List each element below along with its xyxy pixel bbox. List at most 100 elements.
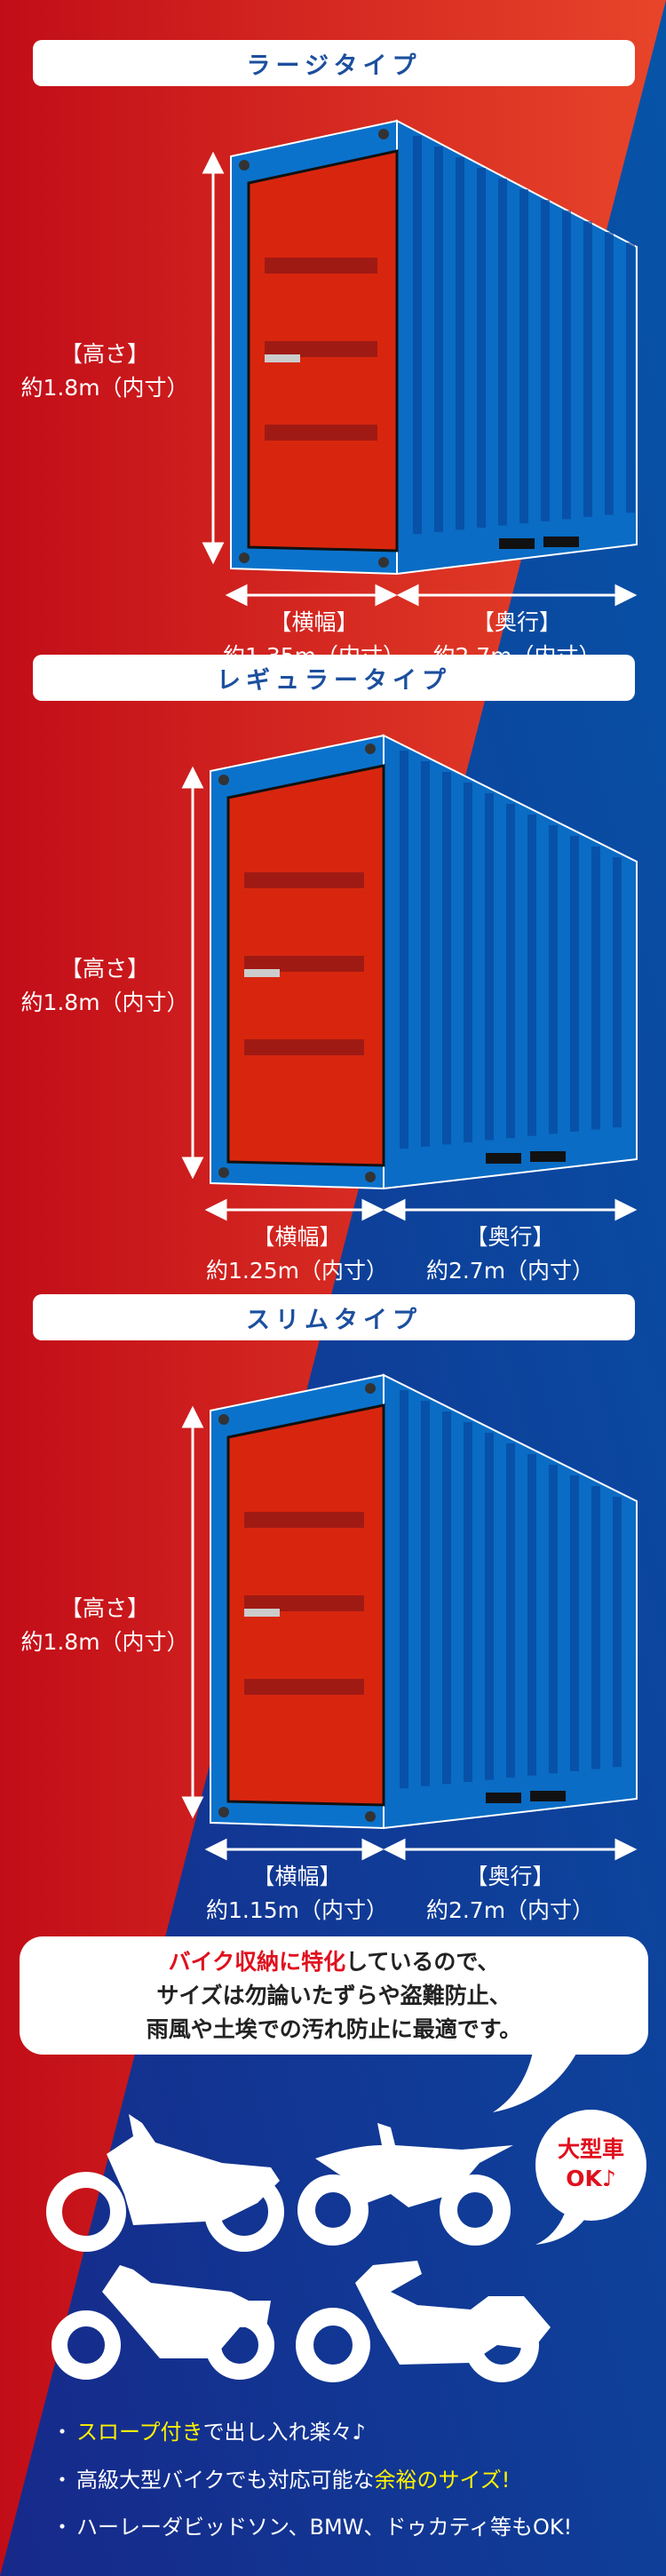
corner-bolt xyxy=(218,775,229,785)
corner-bolt xyxy=(378,557,389,568)
door-rib xyxy=(244,872,364,888)
side-rib xyxy=(570,1475,579,1771)
side-rib xyxy=(464,1422,472,1782)
side-rib xyxy=(498,179,507,526)
forklift-pocket xyxy=(486,1153,521,1164)
badge-text: OK♪ xyxy=(566,2166,616,2191)
side-rib xyxy=(485,1433,494,1780)
height-label: 【高さ】約1.8m（内寸） xyxy=(20,1592,188,1659)
container-section-1: レギュラータイプ 【高さ】約1.8m（内寸） 【横幅】約1.25m（内寸） 【奥… xyxy=(0,640,666,1284)
forklift-pocket xyxy=(530,1791,566,1801)
side-rib xyxy=(549,825,558,1134)
side-rib xyxy=(541,200,550,521)
feature-bullet: ・高級大型バイクでも対応可能な余裕のサイズ! xyxy=(52,2462,510,2493)
large-bike-ok-badge: 大型車 OK♪ xyxy=(535,2110,646,2221)
corner-bolt xyxy=(365,1172,376,1182)
bubble-text: サイズは勿論いたずらや盗難防止、 xyxy=(156,1983,511,2008)
dimension-value: 約1.8m（内寸） xyxy=(20,990,189,1015)
bullet-dot: ・ xyxy=(52,2468,73,2493)
side-rib xyxy=(591,847,600,1130)
corner-bolt xyxy=(365,1383,376,1394)
motorcycle-offroad-icon xyxy=(297,2123,513,2246)
dimension-value: 約1.15m（内寸） xyxy=(205,1897,389,1923)
forklift-pocket xyxy=(543,537,579,547)
bullet-highlight: スロープ付き xyxy=(76,2420,203,2445)
door-rib xyxy=(265,258,377,274)
side-rib xyxy=(527,1454,536,1776)
side-rib xyxy=(442,1411,451,1785)
side-rib xyxy=(527,815,536,1136)
type-banner: レギュラータイプ xyxy=(33,655,635,701)
door-rib xyxy=(244,1595,364,1611)
height-label: 【高さ】約1.8m（内寸） xyxy=(20,338,188,405)
dimension-name: 【奥行】 xyxy=(472,609,561,635)
bubble-text: しているので、 xyxy=(345,1949,500,1975)
type-banner: スリムタイプ xyxy=(33,1294,635,1340)
door-rib xyxy=(265,341,377,357)
corner-bolt xyxy=(218,1414,229,1425)
dimension-name: 【横幅】 xyxy=(252,1224,342,1250)
bullet-highlight: 余裕のサイズ! xyxy=(374,2468,511,2493)
door-rib xyxy=(244,1039,364,1055)
width-label: 【横幅】約1.15m（内寸） xyxy=(206,1860,388,1928)
side-rib xyxy=(506,1443,515,1778)
bullet-dot: ・ xyxy=(52,2420,73,2445)
side-rib xyxy=(456,157,464,530)
dimension-value: 約2.7m（内寸） xyxy=(425,1897,595,1923)
dimension-value: 約1.25m（内寸） xyxy=(205,1258,389,1284)
bullet-text: ハーレーダビッドソン、BMW、ドゥカティ等もOK! xyxy=(76,2515,573,2540)
side-rib xyxy=(434,147,443,532)
side-rib xyxy=(626,242,635,513)
door-handle-icon xyxy=(265,354,300,362)
type-banner: ラージタイプ xyxy=(33,40,635,86)
side-rib xyxy=(613,857,622,1128)
corner-bolt xyxy=(218,1807,229,1817)
door-handle-icon xyxy=(244,969,280,977)
side-rib xyxy=(400,751,408,1149)
dimension-name: 【横幅】 xyxy=(269,609,359,635)
side-rib xyxy=(519,189,528,524)
side-rib xyxy=(477,168,486,528)
container-section-2: スリムタイプ 【高さ】約1.8m（内寸） 【横幅】約1.15m（内寸） 【奥行】… xyxy=(0,1279,666,1923)
door-handle-icon xyxy=(244,1609,280,1617)
container-section-0: ラージタイプ 【高さ】約1.8m（内寸） 【横幅】約1.35m（内寸） 【奥行】… xyxy=(0,0,666,669)
side-rib xyxy=(506,804,515,1139)
motorcycle-classic-icon xyxy=(52,2265,274,2380)
container-illustration xyxy=(181,734,638,1221)
container-illustration xyxy=(202,119,638,607)
side-rib xyxy=(421,1401,430,1786)
dimension-name: 【高さ】 xyxy=(59,341,149,367)
badge-text: 大型車 xyxy=(557,2136,624,2162)
motorcycle-cruiser-icon xyxy=(46,2114,284,2252)
corner-bolt xyxy=(218,1167,229,1178)
side-rib xyxy=(421,761,430,1147)
side-rib xyxy=(613,1497,622,1768)
forklift-pocket xyxy=(530,1151,566,1162)
feature-bullet: ・ハーレーダビッドソン、BMW、ドゥカティ等もOK! xyxy=(52,2509,572,2540)
height-label: 【高さ】約1.8m（内寸） xyxy=(20,952,188,1020)
dimension-name: 【高さ】 xyxy=(59,1595,149,1621)
corner-bolt xyxy=(378,129,389,139)
side-rib xyxy=(413,136,422,535)
forklift-pocket xyxy=(499,538,535,549)
corner-bolt xyxy=(239,160,250,171)
width-label: 【横幅】約1.25m（内寸） xyxy=(206,1220,388,1288)
side-rib xyxy=(562,211,571,520)
dimension-value: 約1.8m（内寸） xyxy=(20,1629,189,1655)
bullet-text: 高級大型バイクでも対応可能な xyxy=(76,2468,375,2493)
container-side xyxy=(396,119,638,576)
corner-bolt xyxy=(365,1811,376,1822)
container-illustration xyxy=(181,1373,638,1861)
dimension-name: 【横幅】 xyxy=(252,1864,342,1889)
type-title: スリムタイプ xyxy=(246,1306,422,1334)
bubble-text: 雨風や土埃での汚れ防止に最適です。 xyxy=(146,2016,522,2042)
side-rib xyxy=(464,783,472,1142)
side-rib xyxy=(583,221,592,517)
speech-bubble-tail xyxy=(493,2052,577,2112)
dimension-name: 【奥行】 xyxy=(465,1864,555,1889)
door-rib xyxy=(244,1679,364,1695)
dimension-value: 約2.7m（内寸） xyxy=(425,1258,595,1284)
side-rib xyxy=(485,793,494,1141)
depth-label: 【奥行】約2.7m（内寸） xyxy=(426,1220,594,1288)
type-title: レギュラータイプ xyxy=(217,666,451,695)
